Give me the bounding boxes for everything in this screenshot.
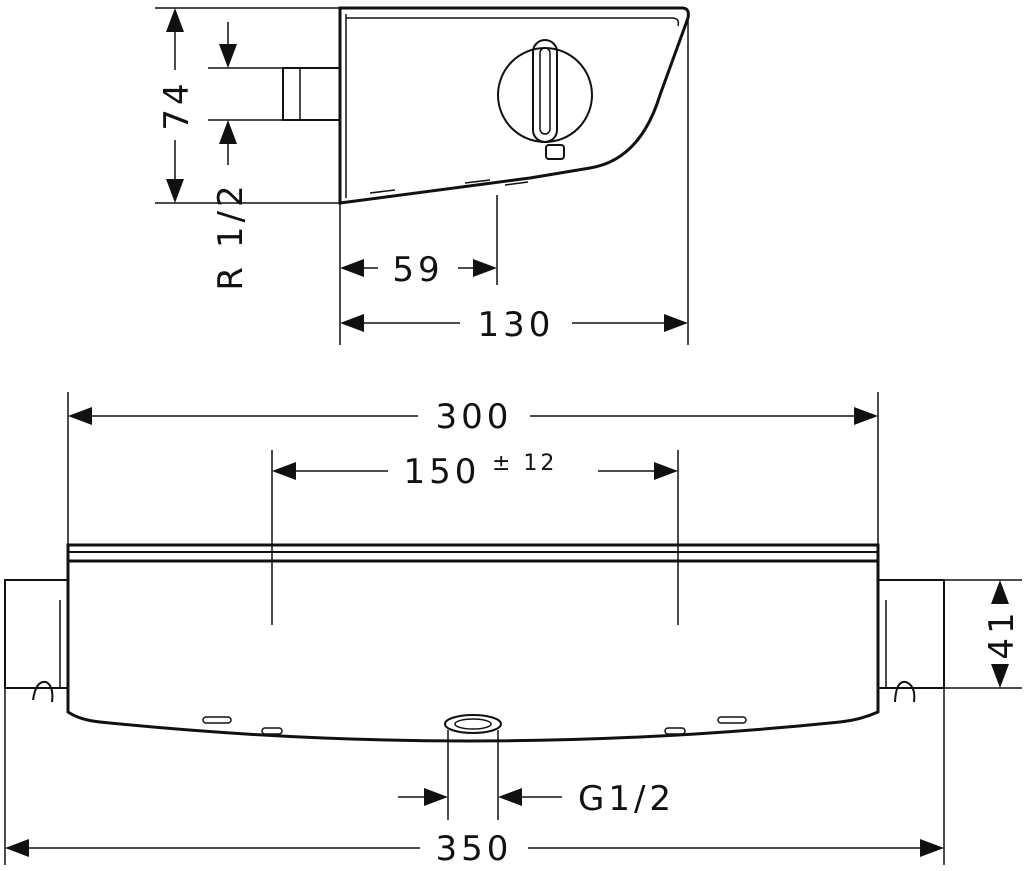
side-bottom-vent-3 bbox=[504, 181, 529, 186]
side-bottom-vent-1 bbox=[369, 189, 396, 194]
dim-g-arrow-left bbox=[424, 788, 448, 806]
dim-350-label: 350 bbox=[436, 829, 513, 869]
front-body-outline bbox=[66, 543, 880, 743]
dim-150-arrow-right bbox=[654, 462, 678, 480]
front-left-foot bbox=[32, 680, 54, 703]
front-view: 300 150 ± 12 41 G1/2 350 bbox=[4, 392, 1022, 869]
dim-130-arrow-right bbox=[664, 314, 688, 332]
side-knob-circle bbox=[497, 47, 593, 143]
dim-r-label: R 1/2 bbox=[211, 181, 251, 290]
dim-150-tolerance: ± 12 bbox=[492, 451, 557, 476]
side-knob-pin bbox=[545, 144, 565, 160]
dim-41-arrow-top bbox=[991, 580, 1009, 604]
dim-350-arrow-left bbox=[5, 839, 29, 857]
side-view: 74 R 1/2 59 130 bbox=[155, 6, 690, 345]
dim-41-label: 41 bbox=[982, 608, 1022, 659]
dim-59-arrow-left bbox=[340, 259, 364, 277]
side-bottom-vent-2 bbox=[464, 179, 491, 184]
dim-59-label: 59 bbox=[392, 250, 443, 290]
dim-130-label: 130 bbox=[478, 305, 555, 345]
side-knob-grip-inner bbox=[539, 47, 551, 135]
dim-g-arrow-right bbox=[498, 788, 522, 806]
dim-300-arrow-right bbox=[854, 407, 878, 425]
dim-350-arrow-right bbox=[920, 839, 944, 857]
front-vent-3 bbox=[664, 727, 686, 735]
front-outlet-inner bbox=[454, 718, 492, 730]
dim-150-arrow-left bbox=[272, 462, 296, 480]
dim-300-arrow-left bbox=[68, 407, 92, 425]
side-inlet-stub bbox=[282, 67, 341, 121]
dim-r-arrow-bottom bbox=[219, 120, 237, 144]
front-vent-4 bbox=[717, 716, 747, 724]
dim-g-label: G1/2 bbox=[578, 779, 675, 819]
dim-59-arrow-right bbox=[473, 259, 497, 277]
front-vent-2 bbox=[261, 727, 283, 735]
front-outlet bbox=[444, 714, 502, 734]
dim-41-arrow-bottom bbox=[991, 664, 1009, 688]
front-right-cap bbox=[877, 579, 945, 689]
front-right-foot bbox=[894, 680, 916, 703]
dim-r-arrow-top bbox=[219, 44, 237, 68]
dim-74-arrow-top bbox=[166, 8, 184, 32]
side-body-top-line bbox=[346, 17, 680, 27]
dim-130-arrow-left bbox=[340, 314, 364, 332]
dim-74-arrow-bottom bbox=[166, 179, 184, 203]
side-body-outline bbox=[338, 6, 690, 205]
front-left-cap bbox=[4, 579, 69, 689]
front-vent-1 bbox=[202, 716, 232, 724]
side-knob-grip bbox=[532, 39, 558, 143]
dim-150-label: 150 bbox=[404, 452, 481, 492]
dim-300-label: 300 bbox=[436, 397, 513, 437]
dim-74-label: 74 bbox=[157, 79, 197, 130]
